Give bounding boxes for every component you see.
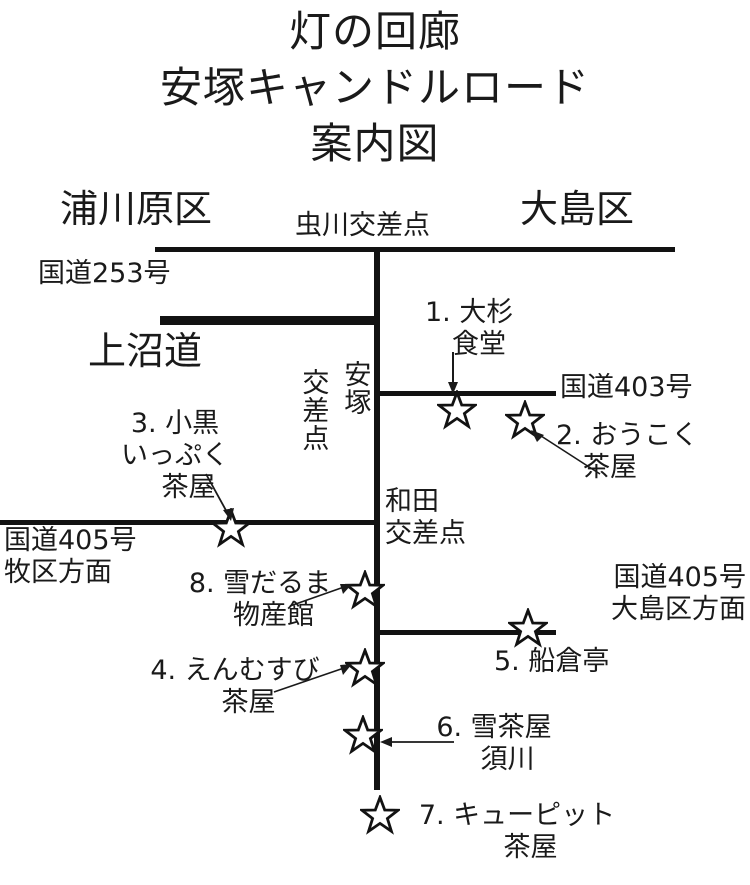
star-icon-spot-2 (505, 400, 545, 440)
road-line-route403 (378, 391, 556, 396)
road-line-route405-right (378, 630, 556, 635)
star-icon-spot-1 (437, 390, 477, 430)
spot-label-5: 5. 船倉亭 (494, 646, 610, 677)
road-label-route405-left: 国道405号 牧区方面 (4, 525, 137, 588)
road-line-joshodo (160, 316, 380, 325)
star-icon-spot-5 (508, 608, 548, 648)
star-icon-spot-3 (211, 508, 251, 548)
star-icon-spot-7 (360, 795, 400, 835)
intersection-label-yasuzuka-suffix: 交差点 (297, 368, 329, 452)
title-line-2: 安塚キャンドルロード (159, 63, 590, 112)
road-line-route253 (155, 247, 675, 252)
intersection-label-yasuzuka-name: 安塚 (339, 360, 371, 416)
star-icon-spot-4 (345, 648, 385, 688)
spot-label-2: 2. おうこく 茶屋 (556, 420, 699, 483)
road-label-route405-right: 国道405号 大島区方面 (611, 562, 746, 625)
spot-label-1: 1. 大杉 食堂 (425, 297, 514, 360)
intersection-label-mushikawa: 虫川交差点 (295, 210, 430, 241)
road-label-route253: 国道253号 (38, 258, 171, 289)
spot-label-6: 6. 雪茶屋 須川 (436, 712, 552, 775)
spot-label-7: 7. キューピット 茶屋 (418, 800, 616, 863)
spot-label-3: 3. 小黒 いっぷく 茶屋 (121, 408, 229, 503)
title-line-1: 灯の回廊 (288, 7, 461, 56)
spot-label-8: 8. 雪だるま 物産館 (188, 568, 332, 631)
title-line-3: 案内図 (310, 119, 440, 168)
star-icon-spot-6 (343, 715, 383, 755)
intersection-label-wada: 和田 交差点 (385, 486, 466, 549)
road-label-route403: 国道403号 (560, 372, 693, 403)
page-title: 灯の回廊 安塚キャンドルロード 案内図 (0, 0, 750, 172)
road-line-route405-left (0, 520, 378, 525)
road-line-main-vertical (374, 247, 380, 790)
district-label-urakawara: 浦川原区 (60, 187, 213, 231)
district-label-oshima: 大島区 (520, 187, 635, 231)
spot-label-4: 4. えんむすび 茶屋 (150, 655, 320, 718)
road-label-joshodo: 上沼道 (88, 329, 203, 373)
